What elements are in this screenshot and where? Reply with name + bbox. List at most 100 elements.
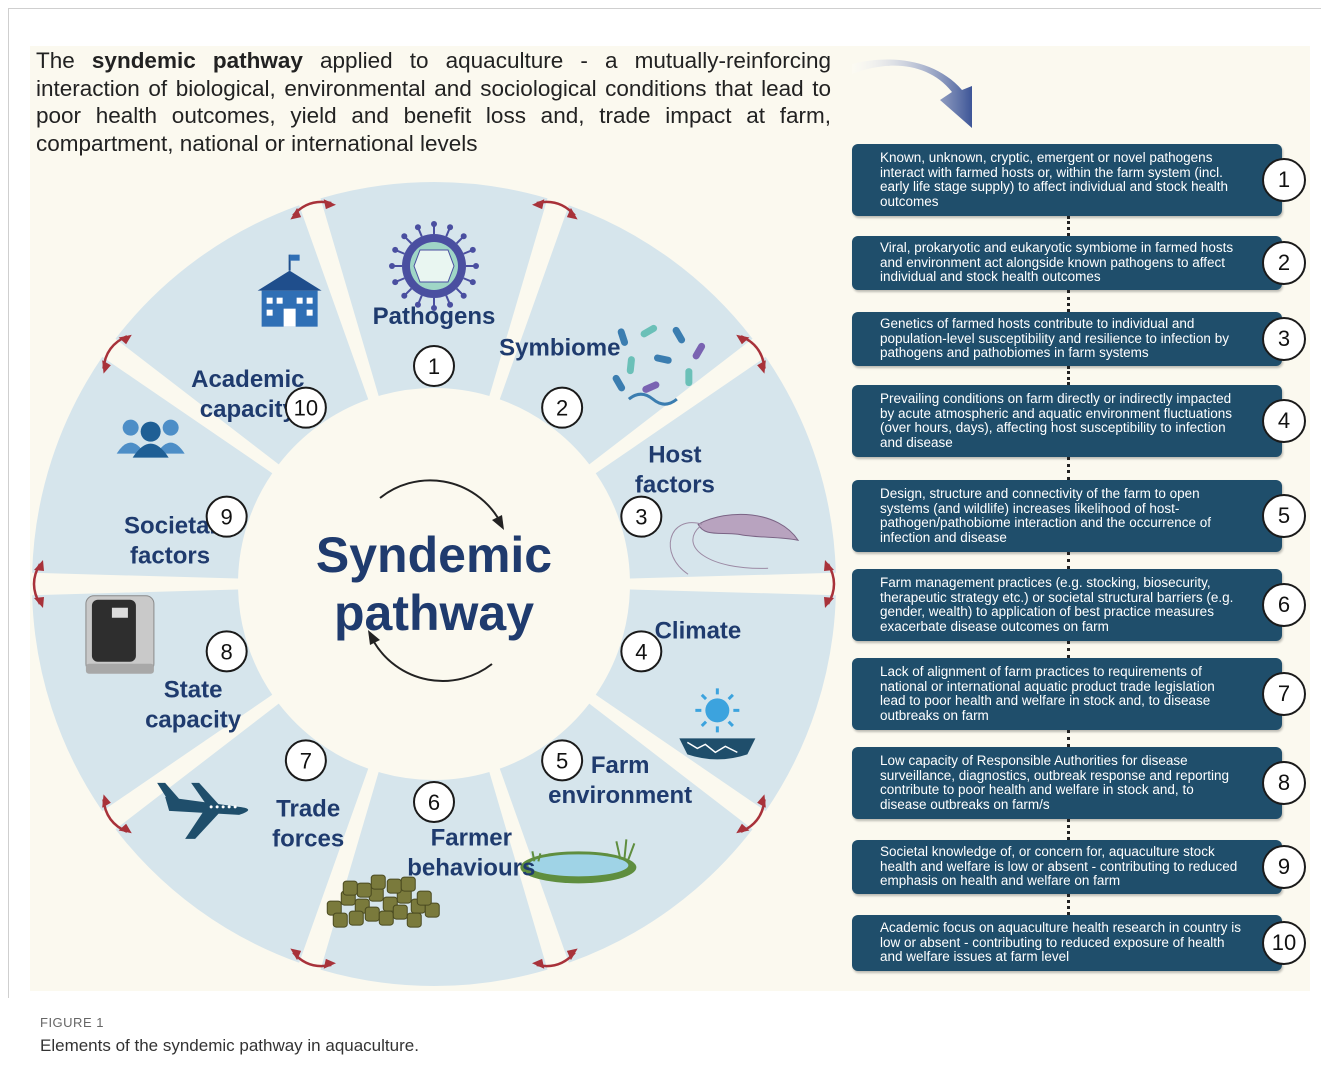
segment-number-circle [284, 739, 327, 782]
segment-number-circle [413, 781, 455, 823]
segment-number-circle [620, 630, 663, 673]
wheel-segment-6 [320, 772, 548, 986]
step-number: 4 [1262, 399, 1306, 443]
segment-label-2: Symbiome [499, 334, 620, 361]
connector-dotted-line [1067, 641, 1070, 658]
segment-number-circle [205, 495, 248, 538]
intro-prefix: The [36, 48, 92, 73]
step-box-3: Genetics of farmed hosts contribute to i… [852, 312, 1306, 366]
segment-number-9: 9 [221, 505, 233, 530]
step-number: 2 [1262, 241, 1306, 285]
double-arrow-icon [736, 794, 766, 834]
segment-number-3: 3 [635, 505, 647, 530]
step-box-10: Academic focus on aquaculture health res… [852, 915, 1306, 971]
connector-dotted-line [1067, 457, 1070, 480]
connector-dotted-line [1067, 819, 1070, 840]
double-arrow-icon [290, 948, 336, 969]
connector-dotted-line [1067, 290, 1070, 312]
double-arrow-icon [102, 334, 132, 374]
connector-dotted-line [1067, 730, 1070, 747]
segment-label-1: Pathogens [373, 303, 496, 330]
segment-number-8: 8 [221, 639, 233, 664]
connector-dotted-line [1067, 552, 1070, 569]
step-descriptions: Known, unknown, cryptic, emergent or nov… [852, 144, 1312, 974]
step-box-5: Design, structure and connectivity of th… [852, 480, 1306, 552]
segment-label-8: State [164, 676, 223, 703]
double-arrow-icon [532, 199, 578, 220]
segment-number-7: 7 [300, 748, 312, 773]
people-icon [116, 419, 185, 458]
segment-label-6: Farmer [431, 824, 512, 851]
segment-label-10-line2: capacity [200, 396, 297, 423]
cycle-arrow-bottom-icon [373, 641, 493, 682]
segment-number-circle [620, 495, 663, 538]
step-number: 7 [1262, 672, 1306, 716]
school-building-icon [257, 254, 322, 327]
segment-number-10: 10 [294, 396, 318, 421]
segment-label-9: Societal [124, 512, 216, 539]
step-box-6: Farm management practices (e.g. stocking… [852, 569, 1306, 641]
step-text: Low capacity of Responsible Authorities … [880, 753, 1229, 812]
step-box-9: Societal knowledge of, or concern for, a… [852, 840, 1306, 894]
double-arrow-icon [736, 334, 766, 374]
sun-drought-icon [679, 688, 756, 760]
cycle-arrow-bottom-head [368, 630, 380, 645]
airplane-icon [157, 782, 249, 839]
step-box-8: Low capacity of Responsible Authorities … [852, 747, 1306, 819]
intro-bold: syndemic pathway [91, 48, 303, 73]
segment-number-5: 5 [556, 748, 568, 773]
double-arrow-icon [32, 560, 44, 608]
segment-number-6: 6 [428, 790, 440, 815]
segment-number-1: 1 [428, 354, 440, 379]
connector-dotted-line [1067, 894, 1070, 915]
step-text: Viral, prokaryotic and eukaryotic symbio… [880, 240, 1234, 285]
intro-rest: applied to aquaculture - a mutually-rein… [36, 48, 831, 156]
step-text: Known, unknown, cryptic, emergent or nov… [880, 150, 1228, 209]
segment-label-6-line2: behaviours [407, 854, 535, 881]
step-number: 8 [1262, 761, 1306, 805]
segment-number-circle [205, 630, 248, 673]
center-title-line2: pathway [334, 585, 534, 641]
feed-pellets-icon [326, 874, 440, 928]
segment-label-5-line2: environment [548, 782, 692, 809]
step-number: 9 [1262, 845, 1306, 889]
step-number: 1 [1262, 158, 1306, 202]
double-arrow-icon [824, 560, 836, 608]
segment-label-3-line2: factors [635, 472, 715, 499]
virus-icon [389, 221, 479, 311]
double-arrow-icon [102, 794, 132, 834]
segment-label-3: Host [648, 442, 701, 469]
connector-dotted-line [1067, 366, 1070, 385]
segment-label-5: Farm [591, 752, 650, 779]
segment-label-7-line2: forces [272, 826, 344, 853]
double-arrow-icon [290, 199, 336, 220]
figure-caption: Elements of the syndemic pathway in aqua… [40, 1036, 419, 1055]
step-number: 5 [1262, 494, 1306, 538]
step-text: Lack of alignment of farm practices to r… [880, 664, 1215, 723]
step-text: Farm management practices (e.g. stocking… [880, 575, 1234, 634]
segment-number-2: 2 [556, 396, 568, 421]
connector-dotted-line [1067, 216, 1070, 236]
pond-icon [520, 839, 637, 884]
double-arrow-icon [532, 948, 578, 969]
curved-arrow-icon [852, 59, 972, 128]
figure-frame [8, 8, 1321, 998]
step-box-1: Known, unknown, cryptic, emergent or nov… [852, 144, 1306, 216]
segment-number-circle [541, 739, 584, 782]
segment-label-8-line2: capacity [145, 706, 242, 733]
segment-number-circle [284, 386, 327, 429]
segment-number-circle [541, 386, 584, 429]
segment-number-4: 4 [635, 639, 647, 664]
cycle-arrow-top-icon [379, 479, 499, 519]
intro-text: The syndemic pathway applied to aquacult… [36, 47, 831, 157]
segment-label-7: Trade [276, 796, 340, 823]
bacteria-icon [612, 324, 706, 406]
segment-label-10: Academic [191, 366, 304, 393]
step-number: 6 [1262, 583, 1306, 627]
segment-label-9-line2: factors [130, 542, 210, 569]
segment-number-circle [413, 345, 455, 387]
step-text: Academic focus on aquaculture health res… [880, 920, 1241, 965]
shrimp-icon [669, 513, 800, 575]
